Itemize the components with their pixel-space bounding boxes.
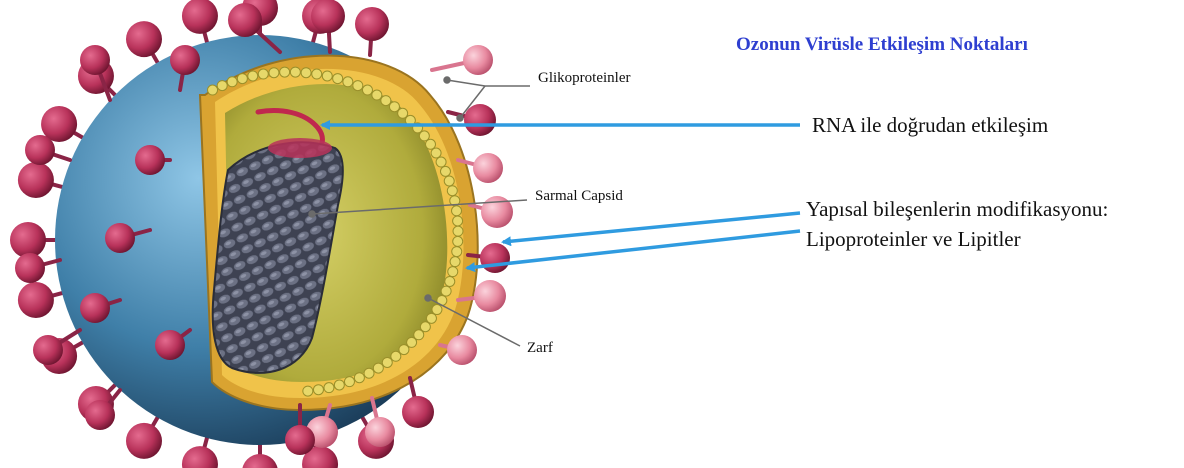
spike-top <box>355 7 389 55</box>
lipid-arrow-2 <box>467 231 800 268</box>
spike-envelope <box>448 104 496 136</box>
spike-surface <box>15 253 60 283</box>
spike-outer <box>10 222 60 258</box>
spike-outer <box>41 106 87 142</box>
capsid-top-ring <box>268 138 332 158</box>
spike-outer <box>182 0 218 47</box>
spike-outer <box>18 162 67 198</box>
glyco-pointer <box>447 80 530 86</box>
label-envelope: Zarf <box>527 340 553 357</box>
label-rna-interaction: RNA ile doğrudan etkileşim <box>812 113 1048 138</box>
label-glycoproteins: Glikoproteinler <box>538 70 630 87</box>
label-modification-line2: Lipoproteinler ve Lipitler <box>806 227 1021 252</box>
diagram-title: Ozonun Virüsle Etkileşim Noktaları <box>736 34 1028 56</box>
cutaway-section <box>200 56 478 410</box>
spike-outer <box>126 413 162 459</box>
spike-outer <box>126 21 162 67</box>
label-modification-line1: Yapısal bileşenlerin modifikasyonu: <box>806 197 1108 222</box>
label-helical-capsid: Sarmal Capsid <box>535 188 623 205</box>
spike-outer <box>18 282 67 318</box>
spike-envelope <box>432 45 493 75</box>
